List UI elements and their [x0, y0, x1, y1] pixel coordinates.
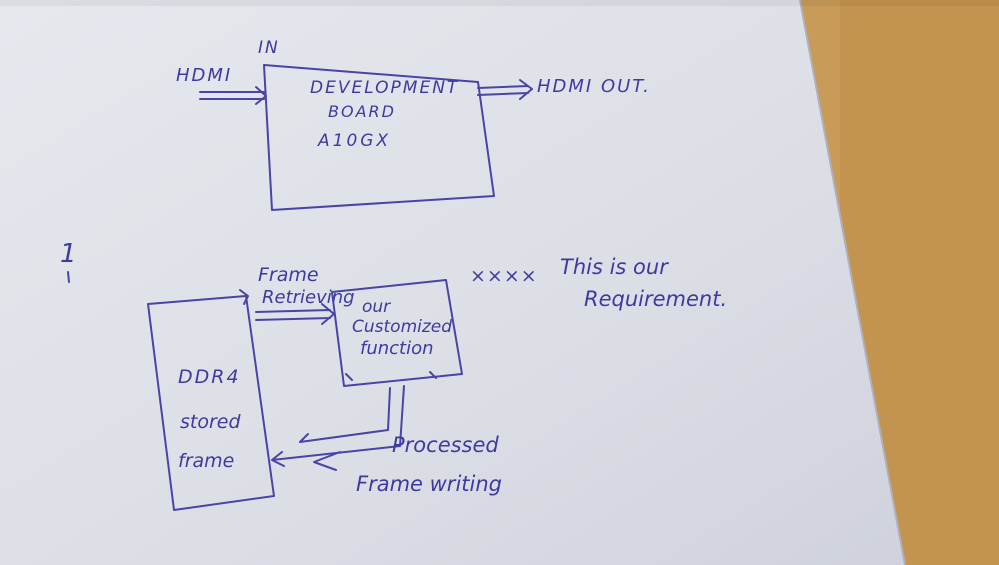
hdmi-output-label: HDMI OUT. — [537, 76, 651, 97]
hdmi-output-arrow — [477, 79, 533, 100]
memory-label-line3: frame — [178, 450, 234, 472]
function-label-line3: function — [360, 338, 434, 359]
top-shade — [0, 0, 999, 6]
paper-sheet — [0, 0, 905, 565]
board-label-line2: BOARD — [328, 102, 396, 121]
writing-label-line2: Frame writing — [356, 472, 502, 496]
function-corner-mark — [345, 373, 353, 381]
top-diagram: IN HDMI DEVELOPMENT BOARD A10GX HDMI OUT… — [176, 38, 651, 211]
hdmi-input-label: HDMI — [176, 65, 232, 86]
board-label-line1: DEVELOPMENT — [310, 78, 459, 98]
margin-tick — [67, 271, 70, 283]
custom-function-box — [331, 279, 463, 387]
paper-edge — [799, 0, 906, 565]
bottom-diagram: DDR4 stored frame Frame Retrieving our C… — [147, 255, 727, 511]
function-corner-mark-right — [429, 371, 437, 379]
requirement-marks: ×××× — [470, 265, 538, 287]
memory-label-line2: stored — [180, 411, 241, 433]
development-board-box — [263, 64, 495, 211]
board-label-line3: A10GX — [317, 131, 391, 151]
memory-label-line1: DDR4 — [178, 366, 241, 388]
margin-mark: 1 — [60, 239, 77, 269]
processed-writing-arrowhead — [313, 451, 341, 471]
requirement-note-line2: Requirement. — [584, 287, 727, 311]
memory-top-tick — [239, 289, 249, 305]
function-label-line2: Customized — [352, 317, 452, 337]
function-label-line1: our — [362, 297, 391, 317]
retrieve-label-line1: Frame — [258, 264, 319, 286]
hdmi-in-sub-label: IN — [258, 38, 280, 58]
processed-writing-arrow-2 — [271, 385, 405, 467]
requirement-note-line1: This is our — [560, 255, 669, 279]
writing-label-line1: Processed — [392, 433, 499, 457]
processed-writing-arrow-1 — [299, 387, 391, 443]
ddr4-memory-box — [147, 295, 275, 511]
